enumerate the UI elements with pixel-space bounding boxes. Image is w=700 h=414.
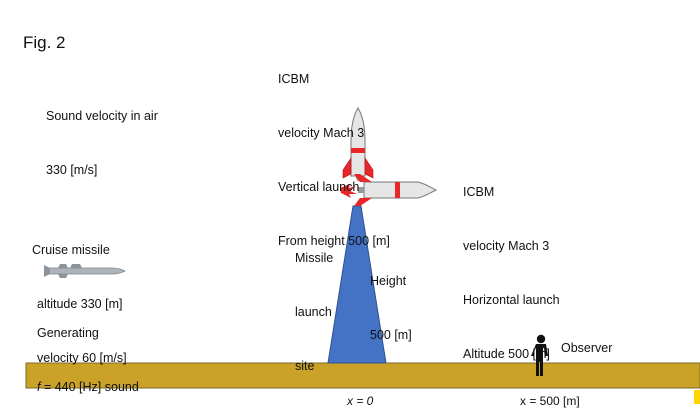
- x0-label: x = 0: [347, 394, 374, 408]
- x500-label: x = 500 [m]: [520, 394, 580, 408]
- figure-label: Fig. 2: [23, 33, 66, 52]
- icbm-vertical-line-1: ICBM: [278, 72, 310, 86]
- cruise-missile: [44, 264, 126, 278]
- cruise-line-2: altitude 330 [m]: [37, 297, 123, 311]
- icbm-horizontal-line-1: ICBM: [463, 185, 495, 199]
- launch-site-text: Missile launch site: [295, 213, 333, 393]
- observer-label: Observer: [561, 341, 613, 355]
- launch-tower: [327, 205, 387, 364]
- observer-figure: [531, 334, 548, 376]
- ground-edge-marker: [694, 390, 700, 404]
- cruise-line-1: Cruise missile: [32, 243, 110, 257]
- height-line-2: 500 [m]: [370, 328, 412, 342]
- sound-velocity-text: Sound velocity in air 330 [m/s]: [46, 71, 158, 197]
- horizontal-icbm-rocket: [340, 174, 438, 206]
- height-text: Height 500 [m]: [370, 236, 412, 362]
- height-line-1: Height: [370, 274, 407, 288]
- cruise-missile-text: Cruise missile altitude 330 [m] velocity…: [32, 205, 127, 385]
- launch-site-line-3: site: [295, 359, 315, 373]
- ground-bar: [25, 362, 700, 389]
- generating-line-2: f = 440 [Hz] sound: [37, 378, 139, 396]
- sound-line-2: 330 [m/s]: [46, 163, 98, 177]
- sound-line-1: Sound velocity in air: [46, 109, 158, 123]
- icbm-horizontal-line-3: Horizontal launch: [463, 293, 560, 307]
- vertical-icbm-rocket: [342, 107, 374, 182]
- launch-site-line-2: launch: [295, 305, 332, 319]
- icbm-horizontal-line-4: Altitude 500 [m]: [463, 347, 550, 361]
- icbm-vertical-text: ICBM velocity Mach 3 Vertical launch Fro…: [278, 34, 390, 268]
- icbm-horizontal-text: ICBM velocity Mach 3 Horizontal launch A…: [463, 147, 560, 381]
- icbm-horizontal-line-2: velocity Mach 3: [463, 239, 550, 253]
- cruise-line-3: velocity 60 [m/s]: [37, 351, 127, 365]
- generating-text: Generating f = 440 [Hz] sound: [37, 288, 139, 414]
- frequency-value: = 440 [Hz] sound: [40, 380, 139, 394]
- frequency-symbol: f: [37, 380, 41, 394]
- icbm-vertical-line-4: From height 500 [m]: [278, 234, 390, 248]
- launch-site-line-1: Missile: [295, 251, 334, 265]
- generating-line-1: Generating: [37, 326, 99, 340]
- icbm-vertical-line-3: Vertical launch: [278, 180, 360, 194]
- icbm-vertical-line-2: velocity Mach 3: [278, 126, 365, 140]
